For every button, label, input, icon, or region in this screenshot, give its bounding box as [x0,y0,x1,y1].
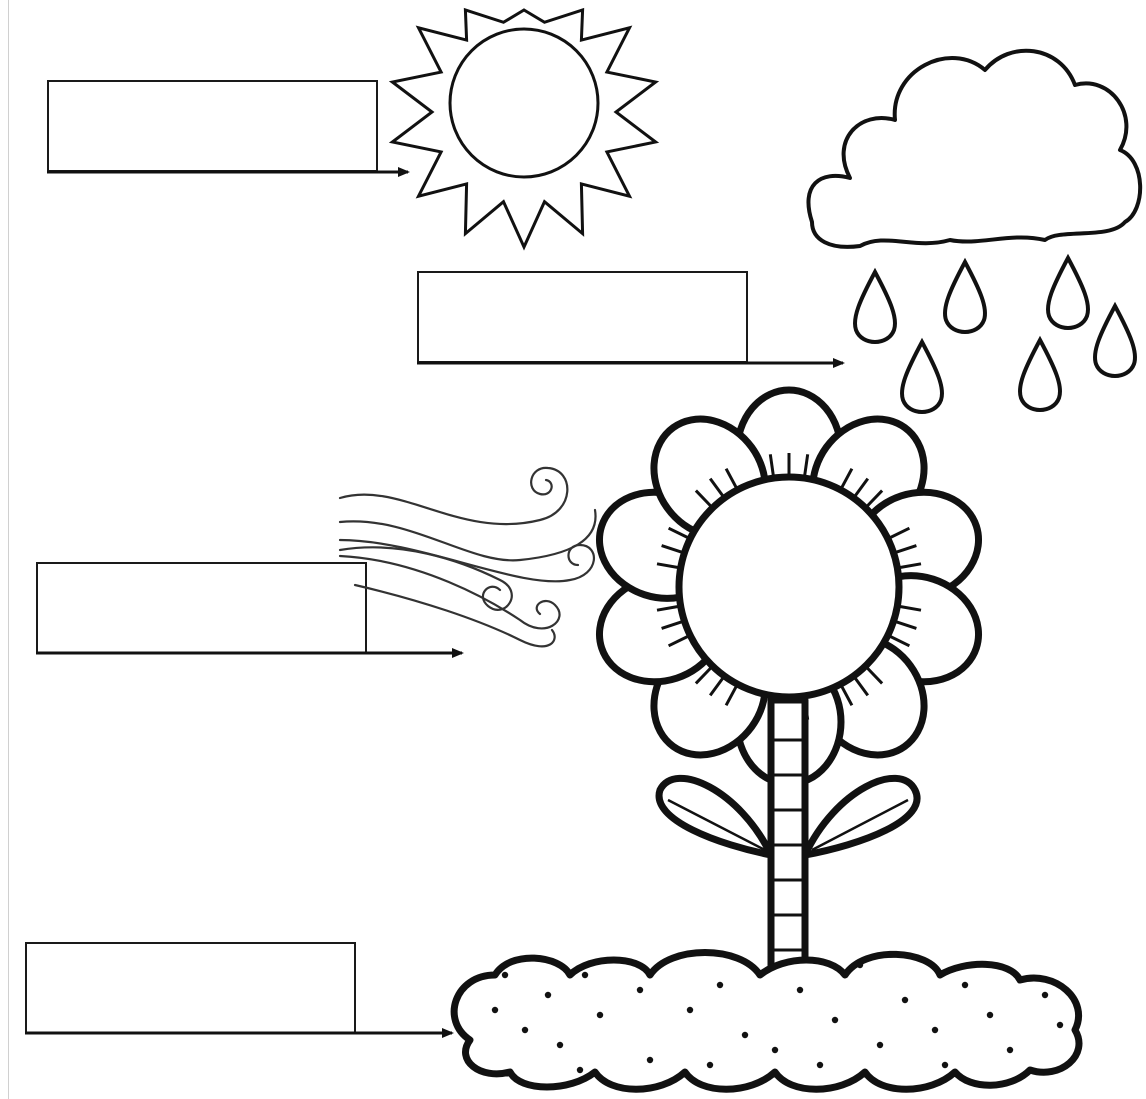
rain-cloud-icon [808,51,1140,247]
wind-icon [340,468,596,646]
soil-icon [454,953,1079,1090]
flower-icon [586,390,993,990]
sun-icon [392,10,655,247]
raindrop-icon [855,258,1135,412]
